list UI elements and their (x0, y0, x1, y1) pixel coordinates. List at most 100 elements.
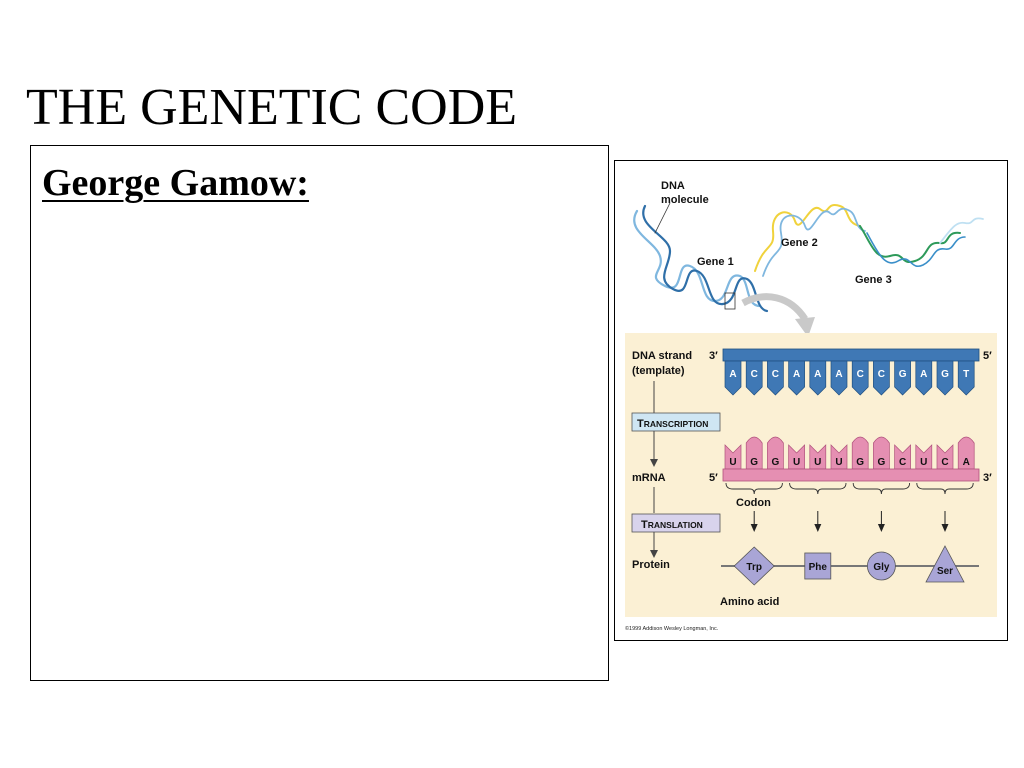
codon-arrowhead (941, 524, 949, 532)
codon-braces (725, 482, 974, 532)
mrna-base: A (957, 436, 975, 470)
dna-base-letter: C (772, 369, 779, 380)
mrna-base-letter: U (920, 457, 927, 468)
dna-base-letter: A (814, 369, 821, 380)
dna-strand-mid-a (754, 204, 861, 272)
dna-base-letter: A (729, 369, 736, 380)
dna-base: G (936, 360, 954, 396)
gene-1-label: Gene 1 (697, 256, 734, 268)
dna-base: C (767, 360, 784, 396)
dna-strand-bar (722, 348, 980, 362)
dna-molecule-label-1: DNA (661, 180, 685, 192)
mrna-base: G (873, 436, 890, 470)
dna-base-letter: C (751, 369, 758, 380)
flow-arrowhead-2 (650, 459, 658, 467)
dna-base: A (915, 360, 933, 396)
amino-acid: Trp (733, 546, 775, 586)
dna-base-letter: C (857, 369, 864, 380)
genetic-code-figure: DNA molecule Gene 1 Gene 2 Gene 3 DNA st… (614, 160, 1008, 641)
dna-base-letter: G (941, 369, 949, 380)
amino-acid-name: Ser (937, 566, 953, 577)
mrna-3prime-label: 3′ (983, 472, 992, 484)
figure-svg: DNA molecule Gene 1 Gene 2 Gene 3 DNA st… (625, 180, 997, 632)
dna-base: A (830, 360, 848, 396)
mrna-base: G (767, 436, 784, 470)
codon-brace (852, 482, 911, 495)
dna-strand-left-b (642, 204, 769, 313)
transcription-label: TRANSCRIPTION (637, 418, 708, 430)
mrna-base: G (851, 436, 869, 470)
codon-arrowhead (814, 524, 822, 532)
dna-strand-right-b (866, 232, 966, 268)
copyright: ©1999 Addison Wesley Longman, Inc. (625, 625, 719, 632)
amino-acid: Ser (925, 545, 965, 583)
dna-base-letter: A (920, 369, 927, 380)
flow-arrowhead-4 (650, 550, 658, 558)
amino-acids: Trp Phe Gly Ser (733, 545, 965, 586)
dna-5prime-label: 5′ (983, 350, 992, 362)
dna-base: A (788, 360, 805, 396)
dna-base-letter: G (899, 369, 907, 380)
dna-base: A (724, 360, 742, 396)
dna-base: A (809, 360, 827, 396)
dna-strand-label-2: (template) (632, 365, 685, 377)
dna-base-letter: C (878, 369, 885, 380)
gene-2-label: Gene 2 (781, 237, 818, 249)
dna-strand-label-1: DNA strand (632, 350, 692, 362)
zoom-arrow (741, 293, 808, 322)
content-box: George Gamow: (30, 145, 609, 681)
codon-brace (725, 482, 783, 495)
gene-highlight-box (724, 292, 736, 310)
amino-acid-name: Gly (873, 562, 890, 573)
amino-acid-label: Amino acid (720, 596, 779, 608)
subheading: George Gamow: (42, 162, 309, 204)
mrna-base-letter: U (814, 457, 821, 468)
slide-title: THE GENETIC CODE (26, 79, 518, 136)
mrna-base-letter: G (856, 457, 864, 468)
dna-base-letter: A (793, 369, 800, 380)
amino-acid: Phe (804, 552, 832, 580)
mrna-base-letter: C (941, 457, 948, 468)
transcription-box (631, 412, 721, 432)
mrna-label: mRNA (632, 472, 666, 484)
codon-label: Codon (736, 497, 771, 509)
dna-strand-right-a (859, 225, 961, 264)
mrna-base-letter: A (963, 457, 970, 468)
dna-3prime-label: 3′ (709, 350, 718, 362)
codon-brace (789, 482, 847, 495)
dna-base: T (957, 360, 975, 396)
mrna-base-letter: G (878, 457, 886, 468)
mrna-5prime-label: 5′ (709, 472, 718, 484)
mrna-base-letter: G (772, 457, 780, 468)
mrna-base-letter: U (793, 457, 800, 468)
amino-acid-name: Trp (746, 562, 762, 573)
translation-box (631, 513, 721, 533)
dna-base: C (745, 360, 763, 396)
dna-molecule-label-2: molecule (661, 194, 709, 206)
dna-strand-left-a (633, 209, 762, 308)
codon-arrowhead (877, 524, 885, 532)
mrna-base-letter: U (729, 457, 736, 468)
codon-arrowhead (750, 524, 758, 532)
dna-base-letter: T (963, 369, 969, 380)
dna-base: C (873, 360, 890, 396)
zoom-arrow-head (795, 317, 815, 337)
dna-strand-tail (939, 217, 984, 244)
dna-base: C (851, 360, 869, 396)
dna-base-letter: A (835, 369, 842, 380)
amino-acid-name: Phe (809, 562, 828, 573)
gene-3-label: Gene 3 (855, 274, 892, 286)
mrna-base-letter: G (750, 457, 758, 468)
mrna-base: G (745, 436, 763, 470)
mrna-strand-bar (722, 468, 980, 482)
mrna-base-letter: U (835, 457, 842, 468)
mrna-base-letter: C (899, 457, 906, 468)
protein-label: Protein (632, 559, 670, 571)
dna-molecule (633, 202, 984, 313)
amino-acid: Gly (866, 551, 896, 581)
dna-label-pointer (654, 202, 671, 234)
dna-base: G (894, 360, 911, 396)
